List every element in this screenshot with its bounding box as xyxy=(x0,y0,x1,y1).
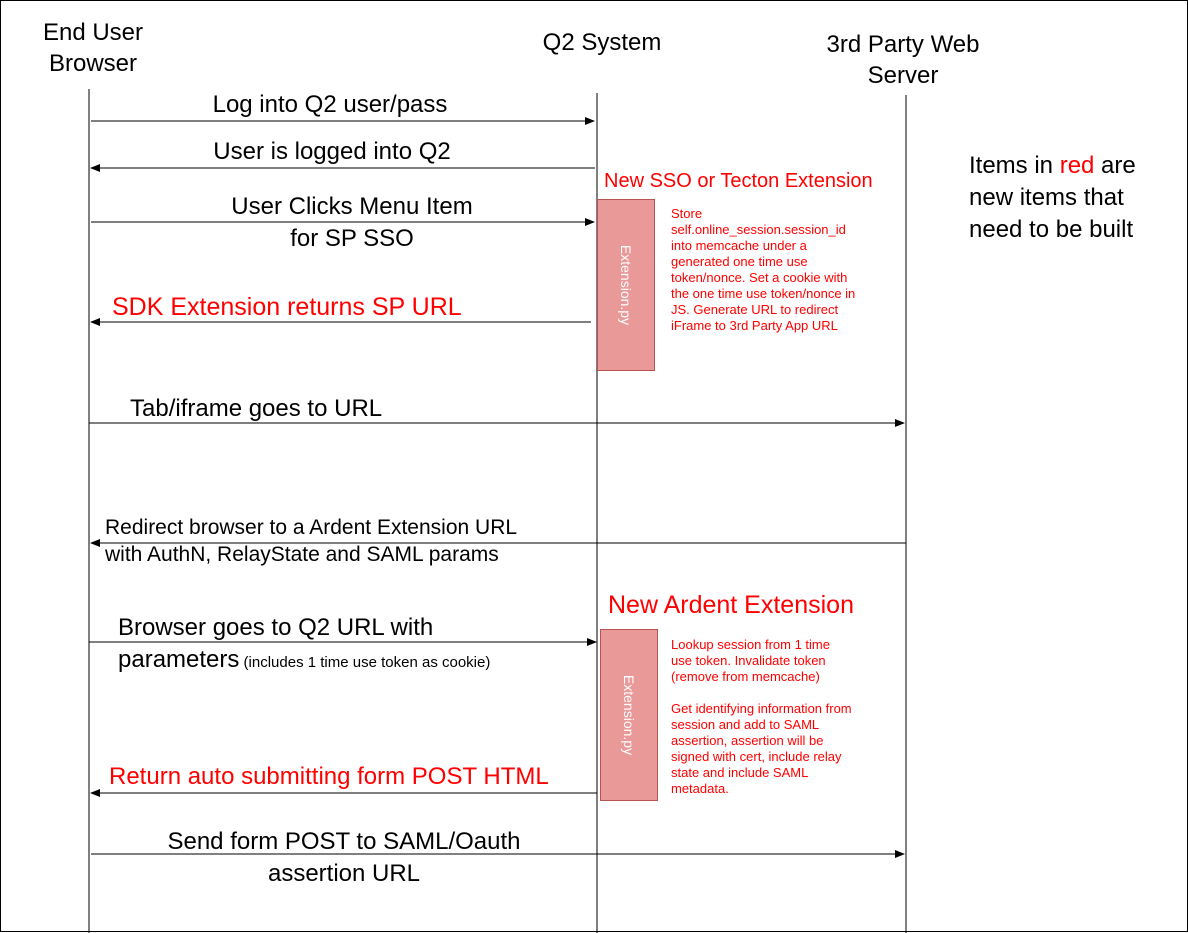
label-logged-in: User is logged into Q2 xyxy=(213,138,451,165)
label-form-post-2: assertion URL xyxy=(267,860,421,887)
sso-extension-box: Extension.py xyxy=(597,199,655,371)
lane-q2: Q2 System xyxy=(542,29,662,56)
legend: Items in red are new items that need to … xyxy=(969,150,1136,246)
label-browser-q2-2: parameters (includes 1 time use token as… xyxy=(118,646,490,674)
label-sp-url: SDK Extension returns SP URL xyxy=(112,293,462,321)
ardent-extension-note: Lookup session from 1 time use token. In… xyxy=(671,637,852,796)
label-browser-q2-1: Browser goes to Q2 URL with xyxy=(118,614,434,641)
label-iframe-url: Tab/iframe goes to URL xyxy=(130,395,383,422)
label-browser-q2-main: parameters xyxy=(118,646,240,673)
legend-prefix: Items in xyxy=(969,152,1060,179)
sso-extension-title: New SSO or Tecton Extension xyxy=(604,170,873,192)
label-login: Log into Q2 user/pass xyxy=(212,91,448,118)
label-form-post-1: Send form POST to SAML/Oauth xyxy=(167,828,521,855)
lane-third-party: 3rd Party Web Server xyxy=(826,31,980,89)
label-menu-click-1: User Clicks Menu Item xyxy=(231,193,473,220)
lane-browser: End User Browser xyxy=(42,19,144,77)
sso-extension-box-label: Extension.py xyxy=(618,244,634,326)
label-menu-click-2: for SP SSO xyxy=(290,225,414,252)
ardent-extension-title: New Ardent Extension xyxy=(608,591,854,619)
sso-extension-note: Store self.online_session.session_id int… xyxy=(671,206,856,333)
legend-suffix: are new items that need to be built xyxy=(969,152,1136,243)
legend-highlight: red xyxy=(1059,152,1095,179)
label-form-html: Return auto submitting form POST HTML xyxy=(109,763,549,790)
label-browser-q2-note: (includes 1 time use token as cookie) xyxy=(239,654,491,671)
ardent-extension-box-label: Extension.py xyxy=(621,674,637,756)
label-redirect-1: Redirect browser to a Ardent Extension U… xyxy=(105,516,518,539)
ardent-extension-box: Extension.py xyxy=(600,629,658,801)
label-redirect-2: with AuthN, RelayState and SAML params xyxy=(105,543,499,566)
